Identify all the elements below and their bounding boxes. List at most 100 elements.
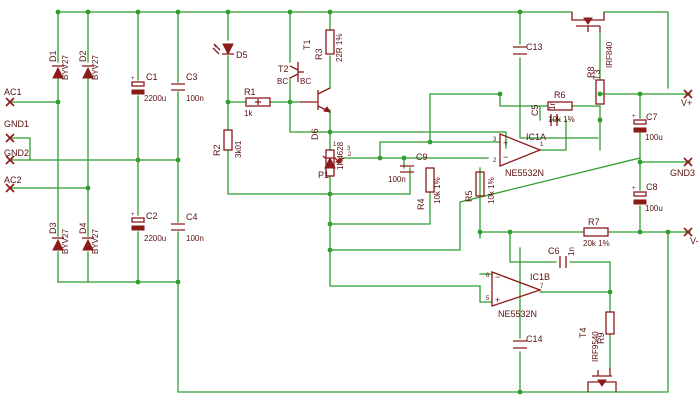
t1-value: BC bbox=[300, 77, 311, 86]
resistor-r3[interactable]: R3 22R 1% bbox=[314, 29, 344, 62]
diode-d4[interactable]: D4 BYV27 bbox=[78, 222, 100, 254]
r7-ref: R7 bbox=[588, 217, 600, 227]
diode-d3[interactable]: D3 BYV27 bbox=[48, 222, 70, 254]
terminal-gnd3[interactable]: GND3 bbox=[670, 157, 695, 178]
capacitor-c14[interactable]: C14 bbox=[513, 334, 543, 349]
c4-ref: C4 bbox=[186, 212, 198, 222]
terminal-ac2-label: AC2 bbox=[4, 175, 22, 185]
capacitor-c5[interactable]: C5 1n bbox=[530, 101, 558, 126]
capacitor-c4[interactable]: C4 100n bbox=[171, 212, 204, 243]
potentiometer-p1[interactable]: P1 1 2 3 bbox=[318, 142, 352, 180]
svg-text:−: − bbox=[503, 152, 508, 162]
t2-value: BC bbox=[277, 77, 288, 86]
r6-value: 10k 1% bbox=[548, 115, 575, 124]
c7-ref: C7 bbox=[646, 112, 658, 122]
resistor-r8[interactable]: R8 bbox=[586, 66, 605, 105]
r1-value: 1k bbox=[244, 109, 253, 118]
zener-d6[interactable]: D6 1N4628 bbox=[310, 128, 345, 170]
ic1a-pin1: 1 bbox=[540, 142, 544, 148]
d5-ref: D5 bbox=[236, 50, 248, 60]
d6-ref: D6 bbox=[310, 128, 320, 140]
c8-ref: C8 bbox=[646, 182, 658, 192]
t3-ref: T3 bbox=[592, 69, 602, 80]
resistor-r4[interactable]: R4 10k 1% bbox=[416, 167, 442, 210]
d2-ref: D2 bbox=[78, 50, 88, 62]
ic1b-pin7: 7 bbox=[540, 284, 544, 290]
d3-value: BYV27 bbox=[61, 229, 70, 254]
p1-ref: P1 bbox=[318, 170, 329, 180]
resistor-r6[interactable]: R6 10k 1% bbox=[547, 90, 575, 124]
r1-ref: R1 bbox=[244, 87, 256, 97]
d1-value: BYV27 bbox=[61, 55, 70, 80]
resistor-r9[interactable]: R9 bbox=[596, 311, 615, 344]
c1-ref: C1 bbox=[146, 72, 158, 82]
c2-ref: C2 bbox=[146, 211, 158, 221]
terminal-vminus[interactable]: V- bbox=[683, 227, 699, 246]
ic1a-value: NE5532N bbox=[505, 168, 544, 178]
p1-pin2: 2 bbox=[348, 152, 352, 158]
terminal-ac1[interactable]: AC1 bbox=[4, 87, 22, 107]
r7-value: 20k 1% bbox=[583, 239, 610, 248]
c2-value: 2200u bbox=[144, 234, 166, 243]
terminal-gnd3-label: GND3 bbox=[670, 168, 695, 178]
opamp-ic1b[interactable]: − + 6 5 7 IC1B NE5532N bbox=[486, 271, 550, 319]
p1-pin1: 1 bbox=[333, 142, 337, 148]
capacitor-c9[interactable]: C9 100n bbox=[388, 152, 428, 184]
c3-value: 100n bbox=[186, 94, 204, 103]
led-d5[interactable]: D5 bbox=[212, 43, 248, 60]
terminal-ac1-label: AC1 bbox=[4, 87, 22, 97]
transistor-t1[interactable]: T1 BC bbox=[300, 39, 331, 113]
capacitor-c13[interactable]: C13 bbox=[513, 42, 543, 55]
p1-pin3: 3 bbox=[347, 146, 351, 152]
terminal-gnd1[interactable]: GND1 bbox=[4, 119, 29, 143]
d6-value: 1N4628 bbox=[336, 141, 345, 170]
terminal-gnd2[interactable]: GND2 bbox=[4, 148, 29, 165]
svg-text:+: + bbox=[503, 138, 508, 148]
mosfet-t4[interactable]: T4 IRF9540 bbox=[578, 327, 617, 392]
capacitor-c8[interactable]: + C8 100u bbox=[632, 182, 663, 213]
r3-value: 22R 1% bbox=[335, 34, 344, 62]
d4-ref: D4 bbox=[78, 222, 88, 234]
svg-text:+: + bbox=[131, 76, 135, 82]
diode-d2[interactable]: D2 BYV27 bbox=[78, 50, 100, 80]
c1-value: 2200u bbox=[144, 94, 166, 103]
c14-ref: C14 bbox=[526, 334, 543, 344]
opamp-ic1a[interactable]: + − 3 2 1 IC1A NE5532N bbox=[493, 132, 546, 178]
capacitor-c2[interactable]: + C2 2200u bbox=[131, 211, 166, 243]
terminal-vplus-label: V+ bbox=[681, 98, 692, 108]
svg-text:−: − bbox=[495, 272, 500, 282]
t4-ref: T4 bbox=[578, 327, 588, 338]
c8-value: 100u bbox=[645, 204, 663, 213]
resistor-r5[interactable]: R5 10k 1% bbox=[464, 171, 496, 204]
capacitor-c3[interactable]: C3 100n bbox=[171, 72, 204, 103]
svg-text:+: + bbox=[632, 186, 636, 192]
capacitor-c7[interactable]: + C7 100u bbox=[632, 112, 663, 142]
r5-value: 10k 1% bbox=[487, 177, 496, 204]
transistor-t2[interactable]: T2 BC bbox=[277, 62, 304, 86]
terminal-vplus[interactable]: V+ bbox=[681, 89, 693, 108]
t4-value: IRF9540 bbox=[591, 331, 600, 362]
ic1a-pin3: 3 bbox=[493, 137, 497, 143]
resistor-r7[interactable]: R7 20k 1% bbox=[583, 217, 610, 248]
r2-ref: R2 bbox=[212, 144, 222, 156]
t1-ref: T1 bbox=[302, 39, 312, 50]
terminal-ac2[interactable]: AC2 bbox=[4, 175, 22, 193]
capacitor-c1[interactable]: + C1 2200u bbox=[131, 72, 166, 103]
capacitor-c6[interactable]: C6 1n bbox=[548, 246, 576, 268]
ic1b-ref: IC1B bbox=[530, 272, 550, 282]
c7-value: 100u bbox=[645, 133, 663, 142]
terminal-gnd2-label: GND2 bbox=[4, 148, 29, 158]
c9-ref: C9 bbox=[416, 152, 428, 162]
ic1b-pin6: 6 bbox=[486, 273, 490, 279]
r6-ref: R6 bbox=[554, 90, 566, 100]
c13-ref: C13 bbox=[526, 42, 543, 52]
resistor-r2[interactable]: R2 3k01 bbox=[212, 129, 243, 158]
c3-ref: C3 bbox=[186, 72, 198, 82]
diode-d1[interactable]: D1 BYV27 bbox=[48, 50, 70, 80]
resistor-r1[interactable]: R1 1k bbox=[244, 87, 271, 118]
r9-ref: R9 bbox=[596, 332, 606, 344]
mosfet-t3[interactable]: T3 IRF840 bbox=[571, 12, 614, 80]
d3-ref: D3 bbox=[48, 222, 58, 234]
c6-value: 1n bbox=[567, 247, 576, 256]
c4-value: 100n bbox=[186, 234, 204, 243]
